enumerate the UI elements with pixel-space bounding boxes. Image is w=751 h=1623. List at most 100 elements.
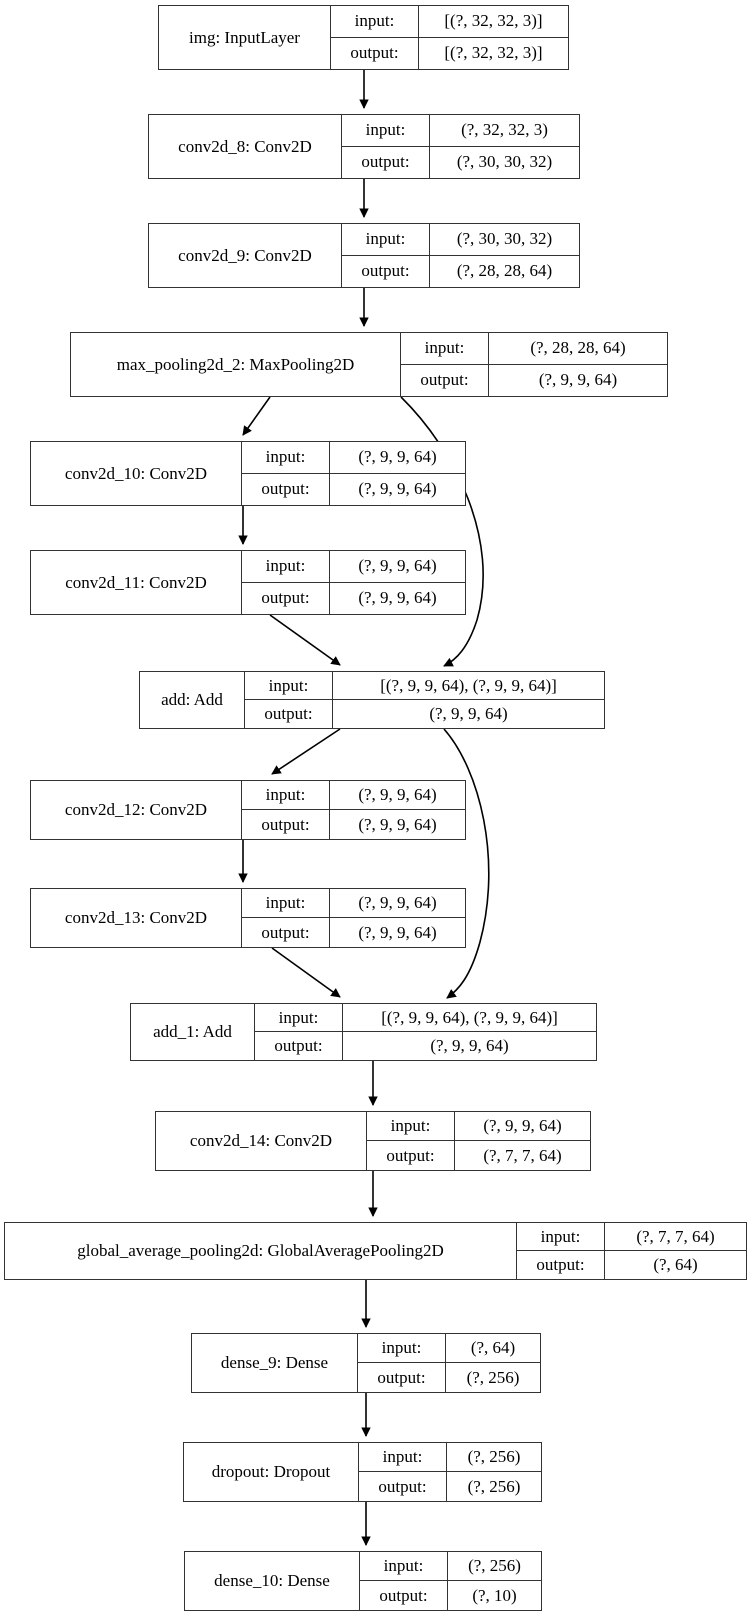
- node-dense_10-input-shape: (?, 256): [468, 1556, 521, 1575]
- node-dense_9-input-key: input:: [358, 1334, 446, 1362]
- node-dense_9-input-shape: (?, 64): [470, 1338, 516, 1357]
- node-max_pooling2d_2-label: max_pooling2d_2: MaxPooling2D: [71, 333, 401, 396]
- node-dropout[interactable]: dropout: Dropout input: (?, 256) output:…: [183, 1442, 542, 1502]
- node-add_1-label: add_1: Add: [131, 1004, 255, 1060]
- node-conv2d_10-input-row: input: (?, 9, 9, 64): [242, 442, 465, 474]
- node-conv2d_11-output-row: output: (?, 9, 9, 64): [242, 582, 465, 614]
- node-dense_10-table: input: (?, 256) output: (?, 10): [360, 1552, 541, 1610]
- edge-conv2d_11-to-add: [269, 614, 341, 666]
- node-dropout-output-shape: (?, 256): [467, 1476, 521, 1496]
- node-max_pooling2d_2[interactable]: max_pooling2d_2: MaxPooling2D input: (?,…: [70, 332, 668, 397]
- node-dense_10-label: dense_10: Dense: [185, 1552, 360, 1610]
- node-conv2d_8-output-row: output: (?, 30, 30, 32): [342, 146, 579, 178]
- node-conv2d_10-output-shape: (?, 9, 9, 64): [358, 479, 437, 499]
- node-global_average_pooling2d-output-shape: (?, 64): [653, 1255, 698, 1274]
- node-conv2d_8-label: conv2d_8: Conv2D: [149, 115, 342, 178]
- node-dense_10[interactable]: dense_10: Dense input: (?, 256) output: …: [184, 1551, 542, 1611]
- node-global_average_pooling2d-input-row: input: (?, 7, 7, 64): [517, 1223, 746, 1251]
- edge-max_pooling2d_2-to-conv2d_10: [242, 396, 271, 436]
- node-img[interactable]: img: InputLayer input: [(?, 32, 32, 3)] …: [158, 5, 569, 70]
- node-max_pooling2d_2-output-key: output:: [401, 364, 489, 396]
- node-conv2d_14[interactable]: conv2d_14: Conv2D input: (?, 9, 9, 64) o…: [155, 1111, 591, 1171]
- node-dense_10-output-shape: (?, 10): [472, 1585, 517, 1605]
- node-global_average_pooling2d-input-shape: (?, 7, 7, 64): [636, 1226, 715, 1246]
- node-conv2d_13-output-shape: (?, 9, 9, 64): [358, 922, 437, 942]
- node-img-input-shape: [(?, 32, 32, 3)]: [444, 11, 543, 31]
- node-dense_10-output-row: output: (?, 10): [360, 1581, 541, 1610]
- node-conv2d_12-label: conv2d_12: Conv2D: [31, 781, 242, 839]
- node-global_average_pooling2d[interactable]: global_average_pooling2d: GlobalAverageP…: [4, 1222, 747, 1280]
- node-conv2d_9-table: input: (?, 30, 30, 32) output: (?, 28, 2…: [342, 224, 579, 287]
- node-add-input-row: input: [(?, 9, 9, 64), (?, 9, 9, 64)]: [245, 672, 604, 700]
- node-conv2d_9-input-row: input: (?, 30, 30, 32): [342, 224, 579, 256]
- node-add_1-output-shape: (?, 9, 9, 64): [430, 1036, 509, 1055]
- node-conv2d_12-output-key: output:: [242, 810, 330, 839]
- node-img-input-row: input: [(?, 32, 32, 3)]: [331, 6, 568, 38]
- node-add-input-key: input:: [245, 672, 333, 699]
- node-img-label: img: InputLayer: [159, 6, 331, 69]
- node-conv2d_10-output-key: output:: [242, 473, 330, 505]
- node-conv2d_12[interactable]: conv2d_12: Conv2D input: (?, 9, 9, 64) o…: [30, 780, 466, 840]
- node-conv2d_11-output-shape: (?, 9, 9, 64): [358, 588, 437, 608]
- node-dense_9-table: input: (?, 64) output: (?, 256): [358, 1334, 540, 1392]
- node-conv2d_8[interactable]: conv2d_8: Conv2D input: (?, 32, 32, 3) o…: [148, 114, 580, 179]
- node-max_pooling2d_2-output-shape: (?, 9, 9, 64): [538, 370, 618, 390]
- node-add-output-key: output:: [245, 700, 333, 728]
- node-dense_10-input-key: input:: [360, 1552, 448, 1580]
- node-conv2d_13-input-row: input: (?, 9, 9, 64): [242, 889, 465, 918]
- node-add_1-table: input: [(?, 9, 9, 64), (?, 9, 9, 64)] ou…: [255, 1004, 596, 1060]
- node-conv2d_12-input-row: input: (?, 9, 9, 64): [242, 781, 465, 810]
- node-conv2d_14-input-key: input:: [367, 1112, 455, 1140]
- node-conv2d_10[interactable]: conv2d_10: Conv2D input: (?, 9, 9, 64) o…: [30, 441, 466, 506]
- node-add_1-output-key: output:: [255, 1032, 343, 1060]
- node-conv2d_9-label: conv2d_9: Conv2D: [149, 224, 342, 287]
- edge-add-to-add_1: [443, 728, 490, 999]
- node-dense_9-output-shape: (?, 256): [466, 1367, 520, 1387]
- node-dropout-output-row: output: (?, 256): [359, 1472, 541, 1501]
- node-max_pooling2d_2-output-row: output: (?, 9, 9, 64): [401, 364, 667, 396]
- node-conv2d_12-output-row: output: (?, 9, 9, 64): [242, 810, 465, 839]
- node-conv2d_13-input-key: input:: [242, 889, 330, 917]
- node-img-output-row: output: [(?, 32, 32, 3)]: [331, 37, 568, 69]
- node-dense_9-label: dense_9: Dense: [192, 1334, 358, 1392]
- node-dense_9-output-row: output: (?, 256): [358, 1363, 540, 1392]
- node-conv2d_9-input-key: input:: [342, 224, 430, 255]
- node-conv2d_13[interactable]: conv2d_13: Conv2D input: (?, 9, 9, 64) o…: [30, 888, 466, 948]
- node-add_1[interactable]: add_1: Add input: [(?, 9, 9, 64), (?, 9,…: [130, 1003, 597, 1061]
- node-dense_9[interactable]: dense_9: Dense input: (?, 64) output: (?…: [191, 1333, 541, 1393]
- node-dense_10-output-key: output:: [360, 1581, 448, 1610]
- node-global_average_pooling2d-output-row: output: (?, 64): [517, 1251, 746, 1279]
- node-conv2d_13-table: input: (?, 9, 9, 64) output: (?, 9, 9, 6…: [242, 889, 465, 947]
- node-max_pooling2d_2-input-row: input: (?, 28, 28, 64): [401, 333, 667, 365]
- node-add[interactable]: add: Add input: [(?, 9, 9, 64), (?, 9, 9…: [139, 671, 605, 729]
- edge-max_pooling2d_2-to-add: [400, 396, 484, 667]
- node-conv2d_12-input-shape: (?, 9, 9, 64): [358, 785, 437, 804]
- node-conv2d_13-output-row: output: (?, 9, 9, 64): [242, 918, 465, 947]
- node-max_pooling2d_2-input-key: input:: [401, 333, 489, 364]
- node-conv2d_12-table: input: (?, 9, 9, 64) output: (?, 9, 9, 6…: [242, 781, 465, 839]
- node-img-output-shape: [(?, 32, 32, 3)]: [444, 43, 543, 63]
- node-global_average_pooling2d-output-key: output:: [517, 1251, 605, 1279]
- node-conv2d_9[interactable]: conv2d_9: Conv2D input: (?, 30, 30, 32) …: [148, 223, 580, 288]
- node-conv2d_13-output-key: output:: [242, 918, 330, 947]
- node-dense_9-input-row: input: (?, 64): [358, 1334, 540, 1363]
- node-conv2d_11-table: input: (?, 9, 9, 64) output: (?, 9, 9, 6…: [242, 551, 465, 614]
- node-conv2d_9-output-shape: (?, 28, 28, 64): [456, 261, 553, 281]
- node-dropout-input-row: input: (?, 256): [359, 1443, 541, 1472]
- node-img-output-key: output:: [331, 37, 419, 69]
- edge-add-to-conv2d_12: [271, 728, 341, 775]
- node-conv2d_12-input-key: input:: [242, 781, 330, 809]
- edge-conv2d_13-to-add_1: [271, 947, 341, 998]
- node-conv2d_10-output-row: output: (?, 9, 9, 64): [242, 473, 465, 505]
- node-conv2d_8-output-key: output:: [342, 146, 430, 178]
- node-dense_9-output-key: output:: [358, 1363, 446, 1392]
- node-conv2d_10-input-key: input:: [242, 442, 330, 473]
- node-conv2d_8-input-shape: (?, 32, 32, 3): [461, 120, 548, 140]
- node-conv2d_11[interactable]: conv2d_11: Conv2D input: (?, 9, 9, 64) o…: [30, 550, 466, 615]
- node-add_1-output-row: output: (?, 9, 9, 64): [255, 1032, 596, 1060]
- node-conv2d_9-output-key: output:: [342, 255, 430, 287]
- node-dense_10-input-row: input: (?, 256): [360, 1552, 541, 1581]
- node-conv2d_10-table: input: (?, 9, 9, 64) output: (?, 9, 9, 6…: [242, 442, 465, 505]
- node-add_1-input-shape: [(?, 9, 9, 64), (?, 9, 9, 64)]: [381, 1007, 558, 1027]
